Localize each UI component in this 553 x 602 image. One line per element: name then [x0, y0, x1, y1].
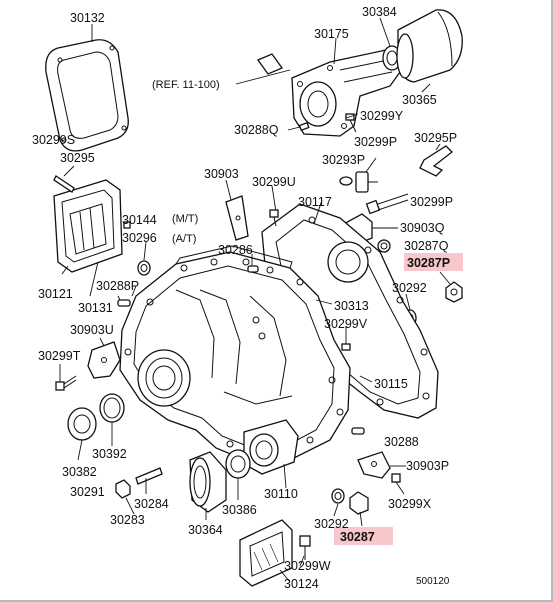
label-30299P-top[interactable]: 30299P	[354, 135, 397, 149]
cover-30124[interactable]	[239, 519, 293, 587]
label-30903P[interactable]: 30903P	[406, 459, 449, 473]
label-30299V[interactable]: 30299V	[324, 317, 368, 331]
extension-housing-30175[interactable]	[291, 49, 401, 137]
label-30175[interactable]: 30175	[314, 27, 349, 41]
transfer-case-30115[interactable]	[119, 203, 439, 475]
label-30293P[interactable]: 30293P	[322, 153, 365, 167]
label-30299X[interactable]: 30299X	[388, 497, 432, 511]
label-30292-lower[interactable]: 30292	[314, 517, 349, 531]
nut-30291[interactable]	[115, 479, 131, 499]
highlight-30287P	[404, 253, 463, 271]
oil-seal-30386[interactable]	[225, 449, 251, 479]
label-30291[interactable]: 30291	[70, 485, 105, 499]
label-30299U[interactable]: 30299U	[252, 175, 296, 189]
pin-30288Q[interactable]	[298, 121, 310, 132]
dust-cover-30364[interactable]	[189, 451, 227, 513]
plug-30287Q[interactable]	[377, 239, 391, 253]
label-30131[interactable]: 30131	[78, 301, 113, 315]
label-30124[interactable]: 30124	[284, 577, 319, 591]
label-30117[interactable]: 30117	[298, 195, 332, 209]
label-30132[interactable]: 30132	[70, 11, 105, 25]
highlight-30287	[334, 527, 393, 545]
ring-30392[interactable]	[99, 393, 125, 423]
at-label: (A/T)	[172, 233, 196, 245]
label-30283[interactable]: 30283	[110, 513, 145, 527]
bolt-30299W[interactable]	[299, 535, 311, 560]
label-30288[interactable]: 30288	[384, 435, 419, 449]
label-30365[interactable]: 30365	[402, 93, 437, 107]
bolt-30299X[interactable]	[391, 473, 401, 483]
banjo-fitting-30293P[interactable]	[339, 171, 378, 193]
bracket-30903U[interactable]	[87, 341, 121, 379]
plug-30287[interactable]	[349, 491, 369, 515]
label-30386[interactable]: 30386	[222, 503, 257, 517]
label-30287P[interactable]: 30287P	[407, 256, 450, 270]
label-30121[interactable]: 30121	[38, 287, 73, 301]
label-30288Q[interactable]: 30288Q	[234, 123, 279, 137]
bolt-30299P-right[interactable]	[365, 193, 409, 215]
label-30299S[interactable]: 30299S	[32, 133, 75, 147]
label-30299W[interactable]: 30299W	[284, 559, 331, 573]
label-30903Q[interactable]: 30903Q	[400, 221, 445, 235]
pin-30288[interactable]	[351, 427, 365, 435]
label-30903[interactable]: 30903	[204, 167, 239, 181]
label-30292[interactable]: 30292	[392, 281, 427, 295]
bolt-30299T[interactable]	[55, 375, 77, 391]
label-30287Q[interactable]: 30287Q	[404, 239, 449, 253]
bracket-30903[interactable]	[225, 195, 249, 241]
label-30296[interactable]: 30296	[122, 231, 157, 245]
label-30286[interactable]: 30286	[218, 243, 253, 257]
plug-30287P[interactable]	[445, 281, 463, 303]
drawing-code: 500120	[416, 576, 450, 587]
label-30295P[interactable]: 30295P	[414, 131, 457, 145]
label-30313[interactable]: 30313	[334, 299, 369, 313]
label-30903U[interactable]: 30903U	[70, 323, 114, 337]
label-30384[interactable]: 30384	[362, 5, 397, 19]
pin-30286[interactable]	[247, 265, 259, 273]
gasket-30132[interactable]	[45, 39, 129, 152]
bolt-30295[interactable]	[53, 175, 75, 193]
oil-seal-30382[interactable]	[67, 407, 97, 441]
cover-30121[interactable]	[53, 179, 123, 273]
mt-label: (M/T)	[172, 213, 198, 225]
bolt-30299V[interactable]	[341, 343, 351, 351]
label-30299P-right[interactable]: 30299P	[410, 195, 453, 209]
gasket-ring-30292-lower[interactable]	[331, 488, 345, 504]
label-30392[interactable]: 30392	[92, 447, 127, 461]
label-30299Y[interactable]: 30299Y	[360, 109, 404, 123]
reference-note: (REF. 11-100)	[152, 79, 220, 91]
pin-30288P[interactable]	[117, 299, 131, 307]
label-30287[interactable]: 30287	[340, 530, 375, 544]
label-30110[interactable]: 30110	[264, 487, 298, 501]
bracket-30903P[interactable]	[357, 451, 391, 479]
label-30284[interactable]: 30284	[134, 497, 169, 511]
label-30364[interactable]: 30364	[188, 523, 223, 537]
label-30299T[interactable]: 30299T	[38, 349, 81, 363]
ring-30296[interactable]	[137, 260, 151, 276]
stud-30284[interactable]	[135, 467, 163, 485]
label-30115[interactable]: 30115	[374, 377, 408, 391]
pin-30144[interactable]	[123, 221, 131, 229]
label-30144[interactable]: 30144	[122, 213, 157, 227]
pointer-flag	[257, 53, 283, 75]
label-30288P[interactable]: 30288P	[96, 279, 139, 293]
label-30295[interactable]: 30295	[60, 151, 95, 165]
bracket-30295P[interactable]	[419, 145, 453, 177]
dust-cover-30365[interactable]	[396, 9, 463, 83]
label-30382[interactable]: 30382	[62, 465, 97, 479]
bolt-30299U[interactable]	[269, 209, 279, 227]
